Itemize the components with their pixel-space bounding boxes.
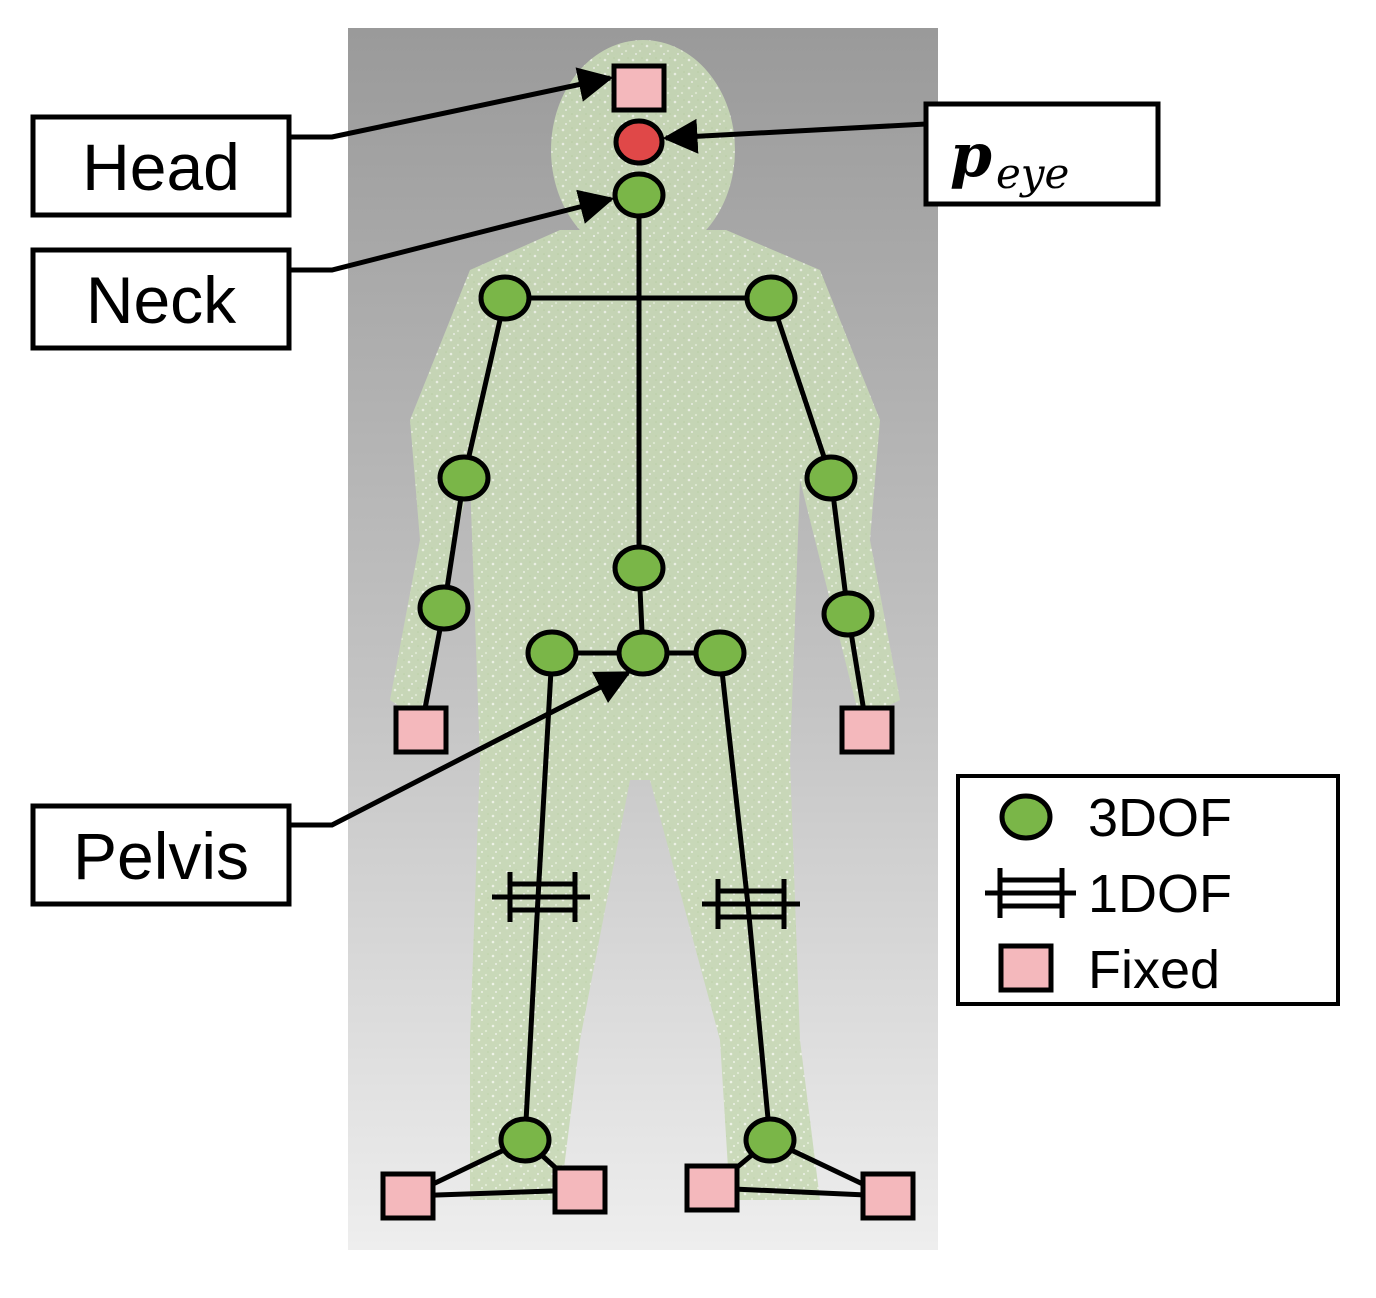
joint-left-hip	[525, 629, 579, 677]
joint-spine	[612, 544, 666, 592]
legend-1dof-label: 1DOF	[1088, 864, 1232, 924]
joint-neck	[612, 171, 666, 219]
joint-right-hand	[839, 705, 895, 755]
legend: 3DOF 1DOF Fixed	[956, 774, 1340, 1006]
label-head: Head	[30, 114, 292, 218]
label-eye-subscript: eye	[996, 149, 1069, 198]
label-neck-text: Neck	[86, 263, 237, 337]
svg-text:peye: peye	[950, 121, 1069, 198]
bone-right-thigh	[717, 652, 751, 906]
joint-right-hip	[693, 629, 747, 677]
label-eye-symbol: p	[950, 121, 992, 191]
joint-left-ankle	[498, 1116, 552, 1164]
bone-left-foot-sole	[407, 1187, 581, 1199]
arrow-head	[290, 67, 614, 140]
label-neck: Neck	[30, 247, 292, 351]
joint-right-ankle	[743, 1116, 797, 1164]
joint-right-wrist	[821, 590, 875, 638]
joint-left-toe	[552, 1165, 608, 1215]
bone-left-thigh	[535, 652, 555, 899]
callout-arrows	[290, 67, 927, 828]
joint-right-elbow	[804, 454, 858, 502]
legend-fixed-icon	[998, 943, 1054, 993]
legend-fixed-label: Fixed	[1088, 940, 1220, 1000]
joint-left-elbow	[437, 454, 491, 502]
joint-right-toe	[860, 1171, 916, 1221]
body-silhouette	[390, 40, 900, 1200]
legend-3dof-label: 3DOF	[1088, 788, 1232, 848]
legend-1dof-icon	[985, 868, 1076, 918]
joint-left-shoulder	[478, 274, 532, 322]
bone-right-shin	[745, 904, 773, 1141]
arrow-eye	[662, 118, 927, 154]
joint-left-hand	[393, 705, 449, 755]
joint-right-heel	[684, 1163, 740, 1213]
bone-right-upper-arm	[768, 297, 834, 479]
label-head-text: Head	[82, 130, 240, 204]
knee-joint-left	[492, 872, 590, 922]
joint-eye	[613, 118, 665, 166]
joints-fixed	[380, 63, 916, 1221]
label-eye: peye	[923, 101, 1161, 207]
arrow-neck	[290, 189, 615, 273]
joint-pelvis	[616, 629, 670, 677]
joint-right-shoulder	[744, 274, 798, 322]
joint-head	[611, 63, 667, 113]
label-pelvis-text: Pelvis	[73, 819, 249, 893]
label-pelvis: Pelvis	[30, 803, 292, 907]
joint-left-heel	[380, 1171, 436, 1221]
bone-left-shin	[522, 897, 541, 1141]
legend-3dof-icon	[999, 793, 1053, 841]
bone-right-foot-sole	[711, 1185, 889, 1199]
joint-left-wrist	[417, 584, 471, 632]
knee-joint-right	[702, 879, 800, 929]
arrow-pelvis	[290, 670, 632, 828]
joints-3dof	[417, 171, 875, 1164]
bone-left-upper-arm	[461, 297, 508, 479]
